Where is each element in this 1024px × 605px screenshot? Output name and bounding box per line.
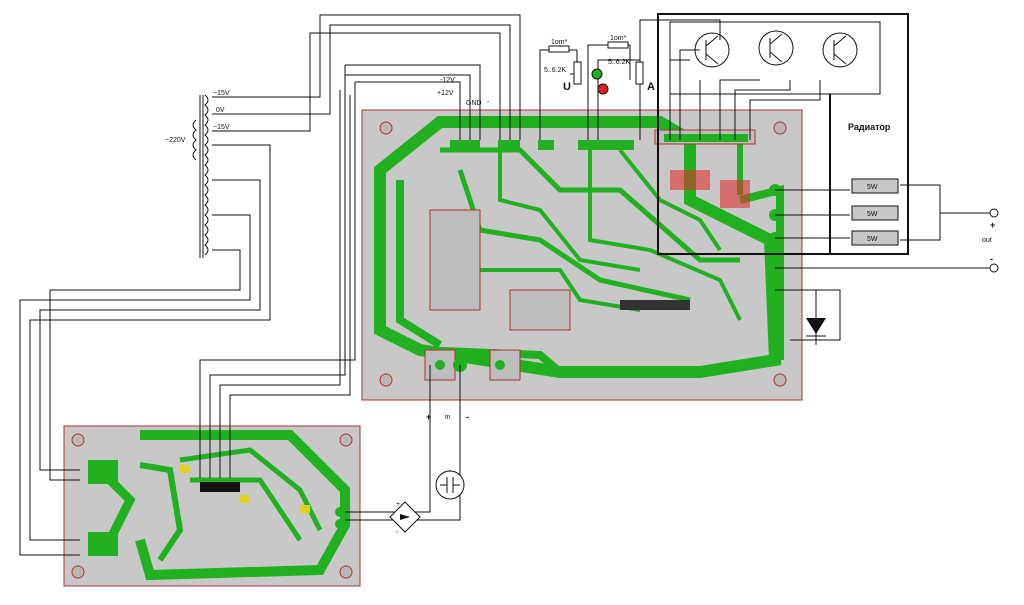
transformer-sec-mid-label: 0V — [216, 107, 225, 114]
load-resistor-1: 5W — [851, 178, 899, 194]
transformer-sec-bot-label: ~15V — [213, 124, 230, 131]
transformer-sec-top-label: ~15V — [213, 90, 230, 97]
pot-left: 5..6.2K — [544, 61, 582, 85]
output-label: out — [982, 237, 992, 244]
heatsink-label: Радиатор — [848, 122, 891, 132]
transistor-q2 — [758, 30, 794, 66]
pot-left-value: 5..6.2K — [544, 67, 567, 74]
rail-plus12-label: +12V — [437, 90, 454, 97]
load-resistor-1-label: 5W — [867, 184, 878, 191]
rail-minus12-label: -12V — [440, 77, 455, 84]
input-label: in — [445, 414, 451, 421]
heatsink-box: Радиатор — [657, 13, 909, 255]
transistor-q3 — [822, 32, 858, 68]
rail-gnd-sign: - — [487, 99, 490, 106]
output-minus-terminal[interactable] — [989, 263, 999, 273]
input-capacitor-icon — [435, 470, 465, 500]
rail-gnd-label: GND — [466, 100, 482, 107]
output-plus-label: + — [990, 220, 995, 230]
load-resistor-3-label: 5W — [867, 236, 878, 243]
bridge-rectifier-icon — [389, 501, 421, 533]
output-minus-label: - — [990, 254, 993, 264]
output-plus-terminal[interactable] — [989, 208, 999, 218]
resistor-right-value: 1om* — [610, 35, 627, 42]
pot-right-value: 5..6.2K — [608, 59, 631, 66]
resistor-right: 1om* — [607, 35, 629, 49]
meter-voltage-label: U — [563, 81, 571, 93]
output-diode-icon — [806, 290, 826, 345]
load-resistor-2-label: 5W — [867, 211, 878, 218]
transistor-q1 — [694, 32, 730, 68]
load-resistor-3: 5W — [851, 230, 899, 246]
pot-right: 5..6.2K — [608, 59, 644, 85]
transformer — [192, 94, 209, 258]
bridge-plus-label: + — [396, 501, 400, 508]
control-pcb-board — [63, 425, 361, 587]
resistor-left-value: 1om* — [551, 39, 568, 46]
resistor-left: 1om* — [548, 39, 570, 53]
meter-current-label: A — [647, 81, 655, 93]
led-green-icon — [591, 68, 603, 80]
led-red-icon — [597, 83, 609, 95]
transformer-primary-label: ~220V — [165, 137, 186, 144]
bridge-minus-label: - — [396, 529, 399, 536]
input-plus-label: + — [426, 412, 431, 422]
load-resistor-2: 5W — [851, 205, 899, 221]
input-minus-label: - — [466, 412, 469, 422]
